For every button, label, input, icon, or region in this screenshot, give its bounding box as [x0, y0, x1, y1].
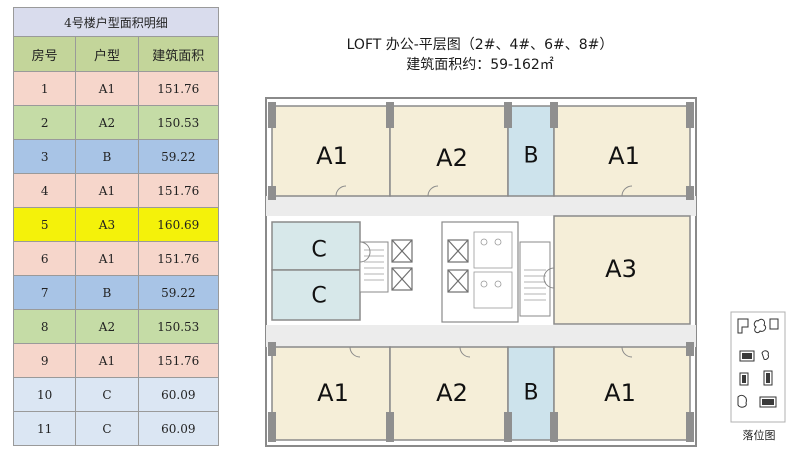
- elevators-center: [447, 239, 469, 293]
- header-building-area: 建筑面积: [137, 36, 220, 72]
- label-a3: A3: [605, 255, 637, 283]
- unit-type-cell: B: [75, 275, 139, 310]
- label-b-top: B: [523, 143, 539, 169]
- key-plan: [730, 311, 786, 427]
- label-a1-bottom-right: A1: [604, 379, 636, 407]
- unit-c-upper: [271, 221, 361, 271]
- unit-a2-bottom: [389, 346, 509, 441]
- area-cell: 151.76: [137, 241, 220, 276]
- room-no-cell: 7: [12, 275, 77, 310]
- room-no-cell: 10: [12, 377, 77, 412]
- label-a2-bottom: A2: [436, 379, 468, 407]
- area-cell: 151.76: [137, 173, 220, 208]
- key-plan-drawing: [730, 311, 786, 423]
- elevators-left: [391, 239, 413, 291]
- label-a1-top-right: A1: [608, 142, 640, 170]
- area-cell: 60.09: [137, 377, 220, 412]
- north-corridor: [266, 196, 696, 216]
- label-a1-top-left: A1: [316, 142, 348, 170]
- unit-type-cell: C: [75, 411, 139, 446]
- plan-title: LOFT 办公-平层图（2#、4#、6#、8#）: [346, 37, 614, 53]
- south-corridor: [266, 325, 696, 347]
- unit-c-lower: [271, 269, 361, 321]
- area-cell: 59.22: [137, 275, 220, 310]
- structural-columns: [268, 102, 694, 442]
- plan-area-subtitle: 建筑面积约：59-162㎡: [406, 57, 554, 73]
- stair-right: [519, 241, 551, 317]
- table-header-row: 房号 户型 建筑面积: [12, 36, 220, 72]
- header-room-no: 房号: [12, 36, 77, 72]
- unit-type-cell: B: [75, 139, 139, 174]
- unit-type-cell: C: [75, 377, 139, 412]
- unit-type-cell: A2: [75, 309, 139, 344]
- label-b-bottom: B: [523, 380, 539, 406]
- unit-type-cell: A3: [75, 207, 139, 242]
- area-cell: 59.22: [137, 139, 220, 174]
- stair-left: [359, 241, 389, 293]
- room-no-cell: 4: [12, 173, 77, 208]
- unit-a2-top: [389, 105, 509, 197]
- room-no-cell: 8: [12, 309, 77, 344]
- unit-type-cell: A1: [75, 241, 139, 276]
- room-no-cell: 9: [12, 343, 77, 378]
- unit-a1-bottom-left: [271, 346, 391, 441]
- area-cell: 150.53: [137, 105, 220, 140]
- floor-plan: A1 A2 B A1 C C A3 A1 A2 B A1: [262, 92, 700, 450]
- room-no-cell: 3: [12, 139, 77, 174]
- unit-type-cell: A1: [75, 71, 139, 106]
- table-caption: 4号楼户型面积明细: [13, 7, 219, 37]
- unit-a1-bottom-right: [553, 346, 691, 441]
- unit-a3: [553, 215, 691, 325]
- room-no-cell: 6: [12, 241, 77, 276]
- label-a2-top: A2: [436, 144, 468, 172]
- area-cell: 60.09: [137, 411, 220, 446]
- area-cell: 151.76: [137, 71, 220, 106]
- label-c-lower: C: [311, 283, 327, 309]
- room-no-cell: 11: [12, 411, 77, 446]
- unit-type-cell: A1: [75, 173, 139, 208]
- unit-type-cell: A2: [75, 105, 139, 140]
- floor-plan-drawing: [265, 97, 697, 447]
- unit-a1-top-right: [553, 105, 691, 197]
- stair-left-treads: [364, 249, 384, 281]
- restrooms: [473, 231, 513, 309]
- area-cell: 151.76: [137, 343, 220, 378]
- stair-right-treads: [524, 269, 546, 301]
- unit-type-cell: A1: [75, 343, 139, 378]
- header-unit-type: 户型: [75, 36, 139, 72]
- label-c-upper: C: [311, 237, 327, 263]
- room-no-cell: 2: [12, 105, 77, 140]
- room-no-cell: 1: [12, 71, 77, 106]
- room-no-cell: 5: [12, 207, 77, 242]
- label-a1-bottom-left: A1: [317, 379, 349, 407]
- door-swings: [335, 185, 633, 358]
- area-cell: 150.53: [137, 309, 220, 344]
- key-plan-label: 落位图: [742, 429, 776, 442]
- area-cell: 160.69: [137, 207, 220, 242]
- unit-b-top: [507, 105, 555, 197]
